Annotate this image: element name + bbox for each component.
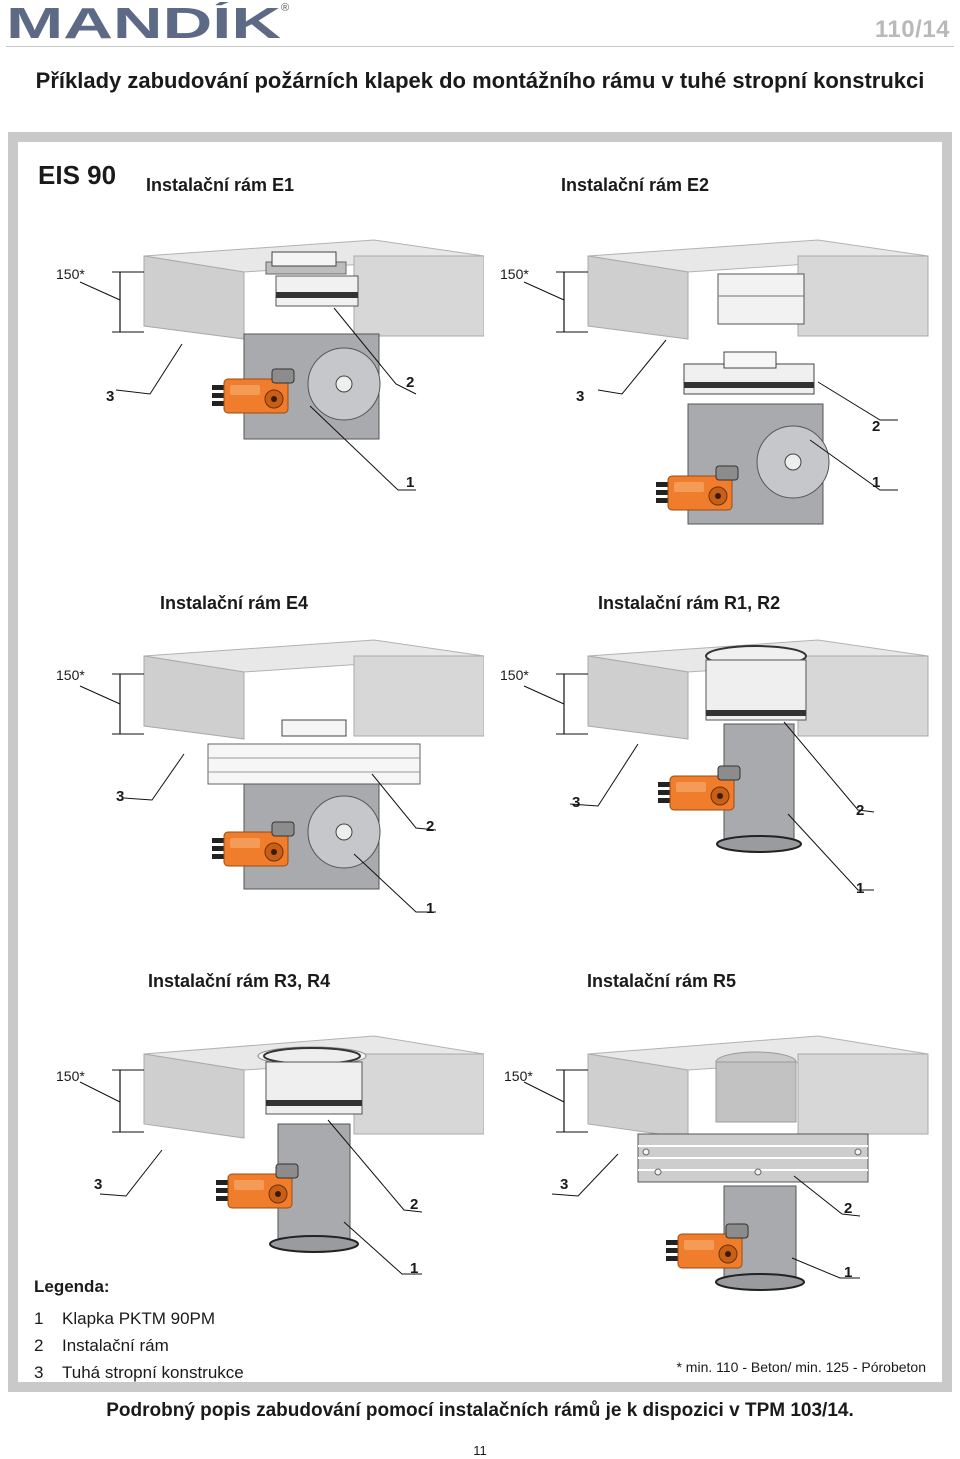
callout-1-e1: 1	[406, 474, 415, 491]
registered-mark: ®	[281, 2, 290, 14]
page-title: Příklady zabudování požárních klapek do …	[35, 68, 925, 93]
section-title-r3-r4: Instalační rám R3, R4	[148, 971, 331, 991]
legend-item-number: 1	[34, 1308, 44, 1328]
figure-r5	[488, 1022, 938, 1312]
dimension-label-e4: 150*	[56, 667, 85, 683]
callout-3-r3-r4: 3	[94, 1176, 103, 1193]
legend-item-text: Instalační rám	[62, 1335, 169, 1355]
header-divider	[6, 46, 954, 47]
callout-2-r5: 2	[844, 1200, 853, 1217]
callout-2-e2: 2	[872, 418, 881, 435]
legend-item: 3 Tuhá stropní konstrukce	[34, 1359, 244, 1386]
dimension-label-r3-r4: 150*	[56, 1068, 85, 1084]
callout-3-r1-r2: 3	[572, 794, 581, 811]
callout-3-e1: 3	[106, 388, 115, 405]
section-title-r5: Instalační rám R5	[587, 971, 737, 991]
page-code: 110/14	[874, 16, 950, 43]
panel-inner: EIS 90 Instalační rám E1 150* 3 2 1	[18, 142, 942, 1382]
legend-title: Legenda:	[34, 1277, 110, 1296]
dimension-label-e1: 150*	[56, 266, 85, 282]
reference-note: Podrobný popis zabudování pomocí instala…	[106, 1400, 854, 1421]
callout-2-e1: 2	[406, 374, 415, 391]
callout-3-e2: 3	[576, 388, 585, 405]
callout-3-r5: 3	[560, 1176, 569, 1193]
installation-examples-panel: EIS 90 Instalační rám E1 150* 3 2 1	[8, 132, 952, 1392]
legend-item-text: Tuhá stropní konstrukce	[62, 1362, 244, 1382]
section-title-e4: Instalační rám E4	[160, 593, 309, 613]
legend-item-text: Klapka PKTM 90PM	[62, 1308, 216, 1328]
callout-1-r5: 1	[844, 1264, 853, 1281]
section-title-r1-r2: Instalační rám R1, R2	[598, 593, 781, 613]
callout-3-e4: 3	[116, 788, 125, 805]
section-title-e2: Instalační rám E2	[561, 175, 710, 195]
callout-1-e4: 1	[426, 900, 435, 917]
figure-e1	[44, 234, 485, 514]
dimension-label-e2: 150*	[500, 266, 529, 282]
callout-2-r3-r4: 2	[410, 1196, 419, 1213]
legend: Legenda: 1 Klapka PKTM 90PM 2 Instalační…	[34, 1277, 244, 1386]
dimension-label-r5: 150*	[504, 1068, 533, 1084]
figure-e4	[44, 634, 485, 924]
legend-item: 1 Klapka PKTM 90PM	[34, 1305, 244, 1332]
figure-r3-r4	[44, 1022, 485, 1282]
dimension-label-r1-r2: 150*	[500, 667, 529, 683]
callout-1-r1-r2: 1	[856, 880, 865, 897]
callout-1-e2: 1	[872, 474, 881, 491]
legend-item-number: 3	[34, 1362, 44, 1382]
page-number: 11	[473, 1443, 487, 1458]
legend-item-number: 2	[34, 1335, 44, 1355]
figure-r1-r2	[488, 634, 938, 894]
section-title-e1: Instalační rám E1	[146, 175, 295, 195]
callout-1-r3-r4: 1	[410, 1260, 419, 1277]
fire-rating: EIS 90	[38, 160, 117, 190]
callout-2-e4: 2	[426, 818, 435, 835]
logo-text: MANDÍK	[6, 2, 281, 44]
figure-e2	[488, 234, 938, 534]
mandik-logo: MANDÍK	[6, 0, 306, 48]
legend-item: 2 Instalační rám	[34, 1332, 244, 1359]
dimension-note: * min. 110 - Beton/ min. 125 - Pórobeton	[676, 1359, 926, 1375]
